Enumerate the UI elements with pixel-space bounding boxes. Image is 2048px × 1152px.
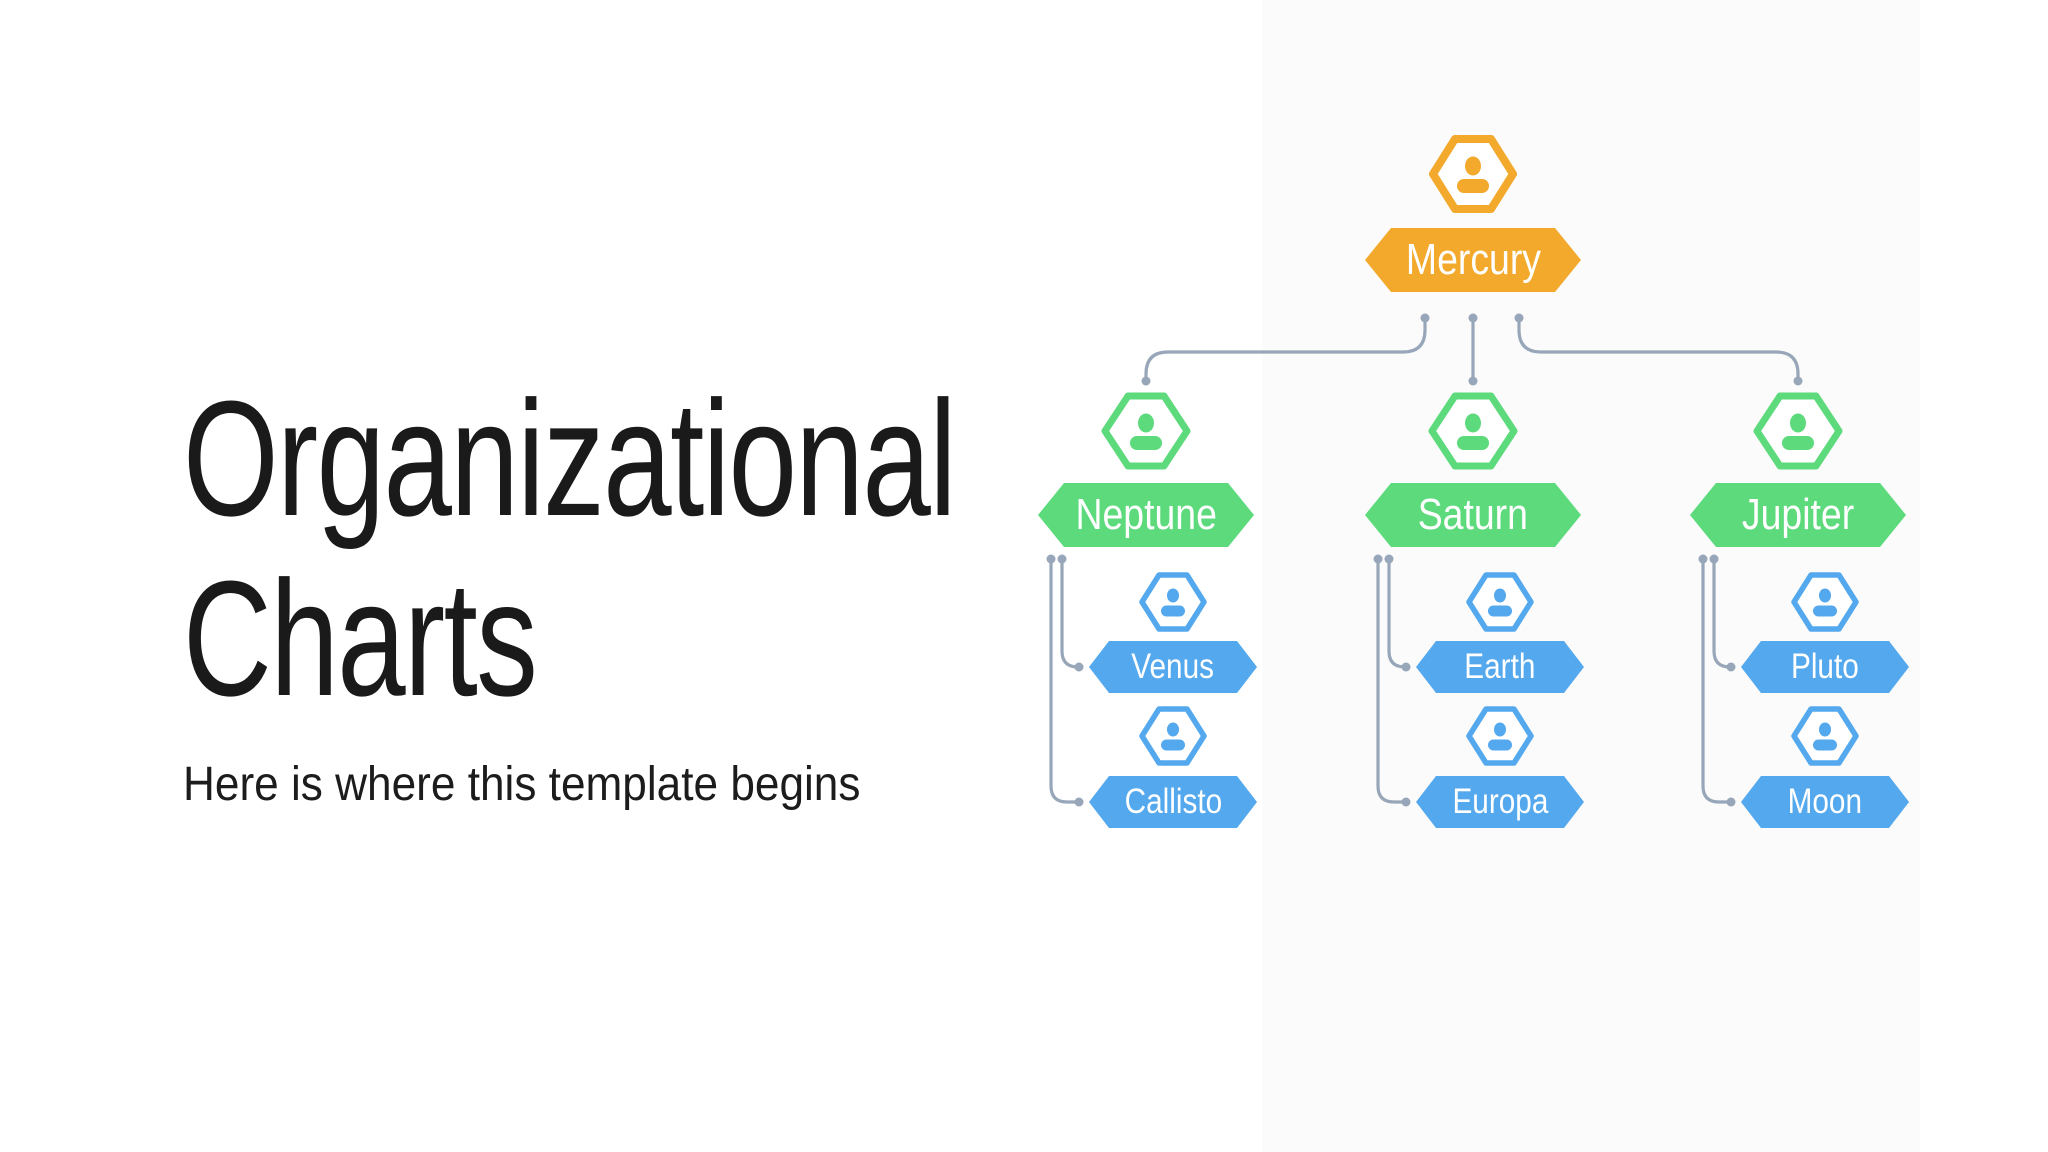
banner-shape [1038,483,1254,547]
person-icon [1466,706,1534,766]
banner-shape [1365,483,1581,547]
banner-shape [1416,776,1584,828]
connector-dot [1793,376,1803,386]
connector-dot [1726,797,1736,807]
banner-shape [1741,776,1909,828]
connector-line [1517,319,1800,379]
person-icon [1428,392,1518,470]
org-node-label: Neptune [1075,490,1217,539]
connector-dot [1726,662,1736,672]
banner-shape [1690,483,1906,547]
banner-shape [1416,641,1584,693]
connector-dot [1709,554,1719,564]
page-title: Organizational Charts [183,367,957,731]
org-node-label: Callisto [1124,782,1222,821]
connector-dot [1698,554,1708,564]
person-icon [1429,135,1517,213]
person-icon [1466,572,1534,632]
person-icon [1791,572,1859,632]
person-icon [1101,392,1191,470]
connector-line [1144,319,1427,379]
org-node-label: Jupiter [1741,490,1855,539]
connector-dot [1468,376,1478,386]
org-node-label: Pluto [1791,647,1859,686]
org-node-label: Venus [1131,647,1215,686]
connector-line [1060,560,1079,669]
org-node-label: Earth [1464,647,1536,686]
person-icon [1791,706,1859,766]
org-node-label: Moon [1787,782,1863,821]
connector-dot [1074,797,1084,807]
org-node-label: Mercury [1405,235,1541,284]
connector-line [1701,560,1730,804]
page-subtitle: Here is where this template begins [183,758,861,811]
person-icon [1753,392,1843,470]
banner-shape [1089,776,1257,828]
connector-line [1376,560,1405,804]
connector-dot [1046,554,1056,564]
connector-dot [1401,662,1411,672]
connector-dot [1384,554,1394,564]
banner-shape [1741,641,1909,693]
connector-dot [1141,376,1151,386]
banner-shape [1365,228,1581,292]
connector-line [1049,560,1078,804]
person-icon [1139,706,1207,766]
connector-dot [1074,662,1084,672]
org-node-label: Europa [1452,782,1548,821]
connector-dot [1373,554,1383,564]
connector-dot [1514,313,1524,323]
org-node-label: Saturn [1417,490,1529,539]
person-icon [1139,572,1207,632]
connector-line [1387,560,1406,669]
connector-dot [1401,797,1411,807]
connector-dot [1057,554,1067,564]
banner-shape [1089,641,1257,693]
connector-dot [1468,313,1478,323]
connector-dot [1420,313,1430,323]
connector-line [1712,560,1731,669]
